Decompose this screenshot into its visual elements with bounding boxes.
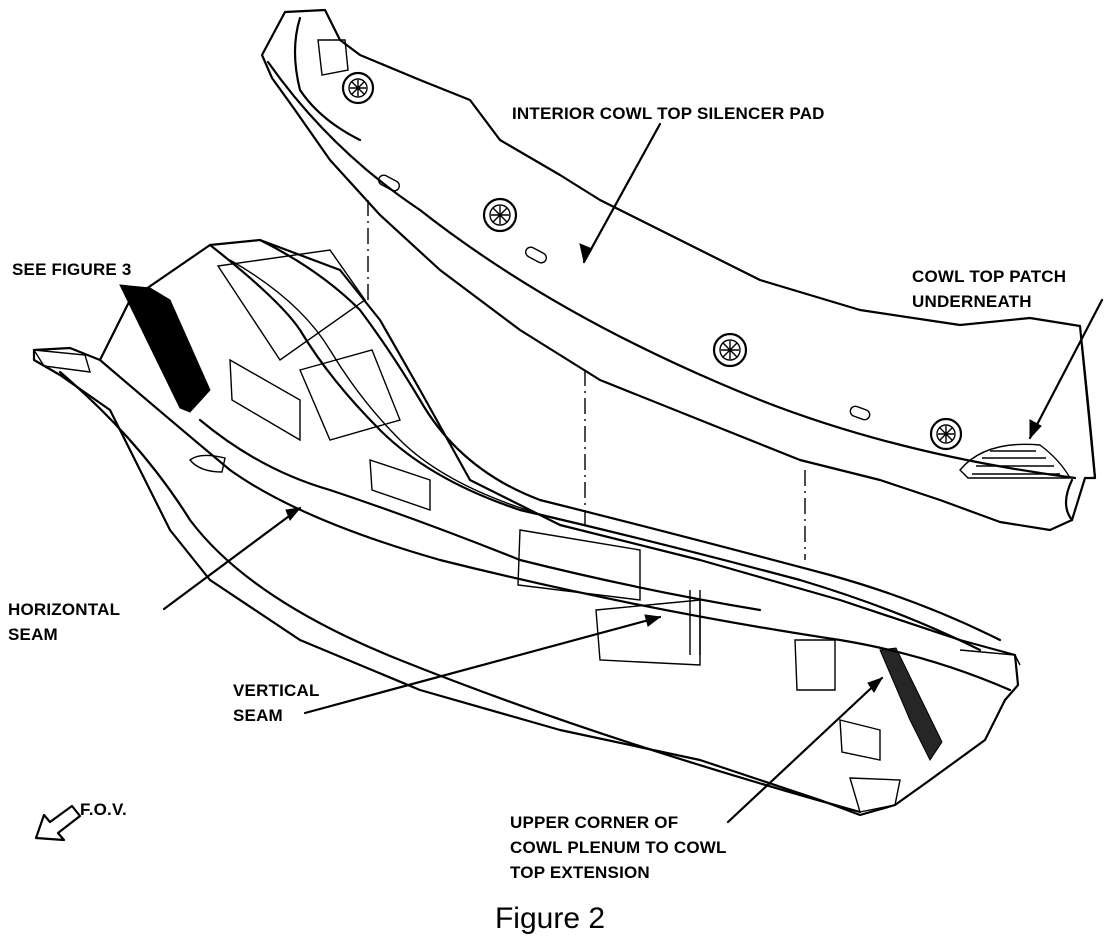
fastener-icon <box>341 71 375 105</box>
label-cowl-patch-line2: UNDERNEATH <box>912 292 1032 311</box>
fastener-icon <box>482 197 518 233</box>
label-horizontal-seam-line2: SEAM <box>8 625 58 644</box>
callout-arrow-icon <box>579 122 662 264</box>
label-horizontal-seam-line1: HORIZONTAL <box>8 600 121 619</box>
see-figure-arrow-icon <box>119 284 211 413</box>
label-vertical-seam-line1: VERTICAL <box>233 681 320 700</box>
label-silencer-pad: INTERIOR COWL TOP SILENCER PAD <box>512 104 825 123</box>
fastener-icon <box>929 417 963 451</box>
callout-arrow-icon <box>162 506 302 611</box>
fastener-icon <box>712 332 748 368</box>
label-upper-corner-line3: TOP EXTENSION <box>510 863 650 882</box>
label-fov: F.O.V. <box>80 800 127 819</box>
callout-arrow-icon <box>1028 298 1104 440</box>
label-cowl-patch-line1: COWL TOP PATCH <box>912 267 1067 286</box>
label-see-figure-3: SEE FIGURE 3 <box>12 260 132 279</box>
fov-arrow-icon <box>34 804 82 842</box>
figure-caption: Figure 2 <box>494 902 606 935</box>
silencer-pad <box>260 8 1097 532</box>
label-upper-corner-line1: UPPER CORNER OF <box>510 813 679 832</box>
callout-arrow-icon <box>726 676 884 824</box>
cowl-plenum <box>32 238 1021 817</box>
label-vertical-seam-line2: SEAM <box>233 706 283 725</box>
label-upper-corner-line2: COWL PLENUM TO COWL <box>510 838 727 857</box>
callout-arrow-icon <box>303 614 662 715</box>
